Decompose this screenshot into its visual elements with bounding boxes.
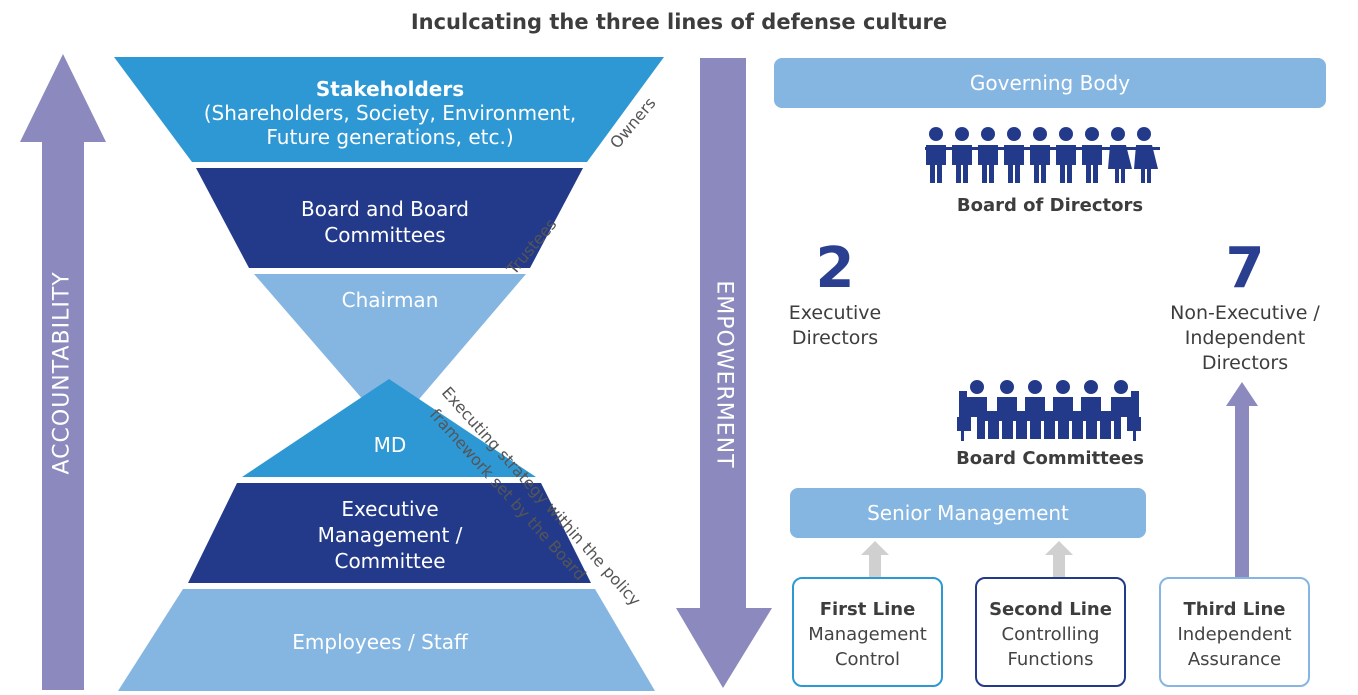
board-label-line2: Committees [324, 223, 446, 247]
accountability-arrow [20, 54, 106, 690]
exec-shape [188, 483, 591, 583]
third-line-desc-1: Independent [1177, 624, 1292, 645]
stakeholders-detail: (Shareholders, Society, Environment, Fut… [203, 101, 577, 149]
second-line-desc-1: Controlling [1001, 624, 1100, 645]
board-committees-label: Board Committees [956, 448, 1144, 469]
first-line-title: First Line [819, 599, 916, 620]
third-line-up-arrow [1226, 382, 1258, 578]
employees-label: Employees / Staff [292, 630, 468, 654]
first-line-up-arrow [861, 541, 889, 577]
executive-directors-line2: Directors [791, 327, 879, 349]
exec-label-line2: Management / [317, 523, 463, 547]
non-executive-directors-line3: Directors [1201, 352, 1289, 374]
second-line-title: Second Line [989, 599, 1112, 620]
chairman-label: Chairman [341, 288, 439, 312]
empowerment-label: EMPOWERMENT [711, 280, 737, 469]
third-line-box: Third Line Independent Assurance [1159, 577, 1310, 687]
md-label: MD [373, 433, 407, 457]
executive-directors-count: 2 [815, 236, 855, 301]
board-of-directors-icon [925, 127, 1160, 183]
empowerment-arrow [676, 58, 772, 688]
first-line-desc-2: Control [834, 649, 901, 670]
stakeholders-title: Stakeholders [315, 77, 465, 101]
hourglass-diagram [114, 57, 664, 691]
chairman-shape [254, 274, 526, 432]
third-line-title: Third Line [1183, 599, 1286, 620]
accountability-label: ACCOUNTABILITY [49, 271, 75, 475]
stakeholders-shape [114, 57, 664, 162]
non-executive-directors-line1: Non-Executive / [1170, 302, 1320, 324]
md-shape [242, 379, 536, 477]
second-line-box: Second Line Controlling Functions [975, 577, 1126, 687]
governing-body-bar: Governing Body [774, 58, 1326, 108]
senior-management-bar: Senior Management [790, 488, 1146, 538]
first-line-box: First Line Management Control [792, 577, 943, 687]
third-line-desc-2: Assurance [1187, 649, 1282, 670]
board-of-directors-label: Board of Directors [956, 195, 1144, 216]
non-executive-directors-count: 7 [1225, 236, 1265, 301]
exec-label-line1: Executive [341, 497, 439, 521]
first-line-desc-1: Management [808, 624, 927, 645]
second-line-desc-2: Functions [1007, 649, 1094, 670]
executive-directors-line1: Executive [788, 302, 882, 324]
board-label-line1: Board and Board [301, 197, 469, 221]
page-title: Inculcating the three lines of defense c… [410, 10, 948, 34]
non-executive-directors-line2: Independent [1184, 327, 1306, 349]
second-line-up-arrow [1045, 541, 1073, 577]
exec-label-line3: Committee [334, 549, 446, 573]
board-shape [196, 168, 583, 268]
employees-shape [118, 589, 655, 691]
board-committees-icon [957, 380, 1141, 441]
